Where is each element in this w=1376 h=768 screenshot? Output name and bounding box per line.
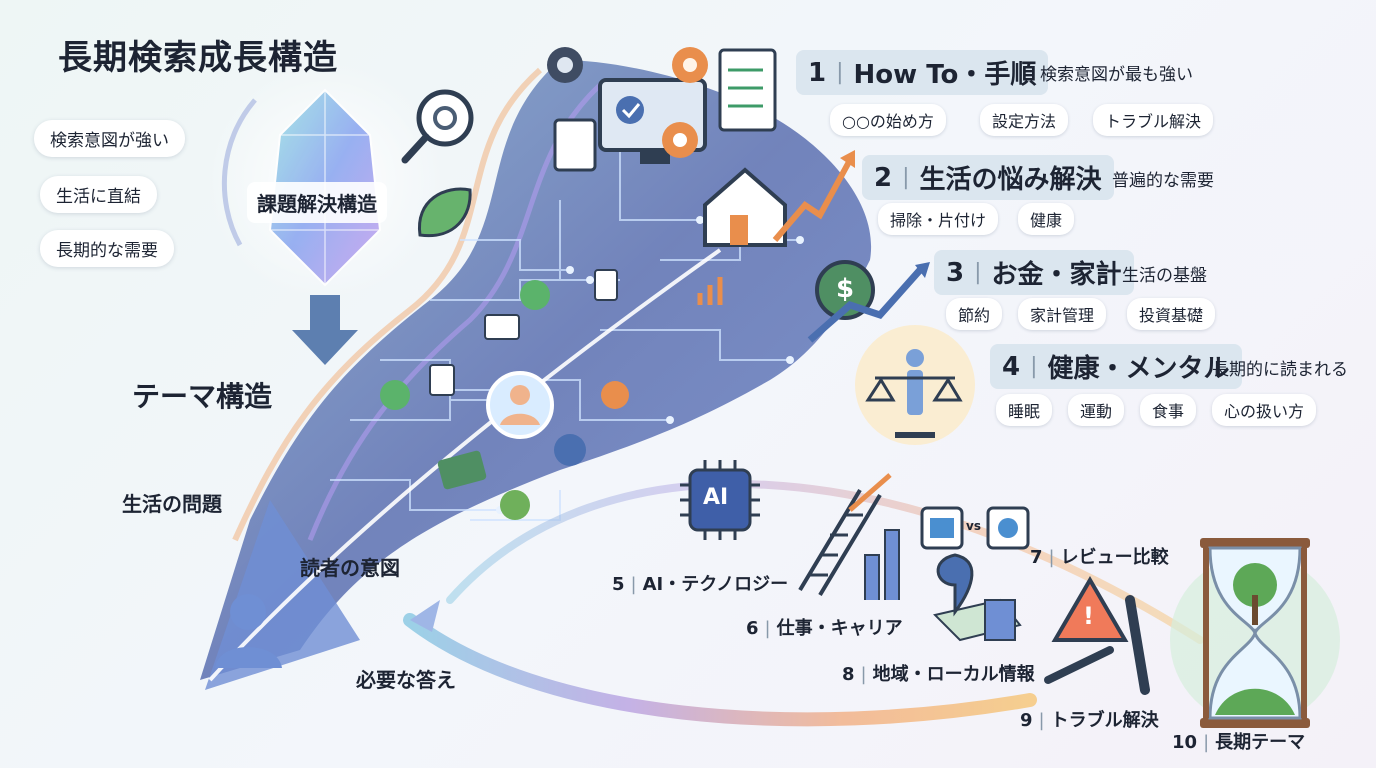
theme-7-separator: |: [1048, 547, 1055, 568]
theme-10-number: 10: [1172, 732, 1198, 753]
balance-scale-icon: [855, 325, 975, 445]
category-3-header: 3 | お金・家計: [934, 250, 1134, 295]
category-1-separator: |: [836, 60, 844, 85]
warning-icon: [1044, 576, 1150, 695]
flow-beam: [208, 248, 722, 682]
theme-8-separator: |: [860, 664, 867, 685]
magnifier-icon: [416, 89, 474, 147]
category-4-tag-meals: 食事: [1140, 394, 1197, 426]
theme-5-number: 5: [612, 574, 625, 595]
review-compare-icon: [920, 506, 1030, 550]
problem-solving-structure-label: 課題解決構造: [247, 182, 387, 223]
flow-ribbon-edge-2: [307, 83, 602, 541]
dollar-coin-icon: [807, 260, 930, 343]
theme-7-number: 7: [1030, 547, 1043, 568]
page-title: 長期検索成長構造: [58, 38, 338, 78]
category-3-name: お金・家計: [991, 260, 1122, 290]
theme-8-number: 8: [842, 664, 855, 685]
category-1-name: How To・手順: [853, 60, 1037, 90]
category-1-note: 検索意図が最も強い: [1040, 65, 1193, 85]
theme-6-number: 6: [746, 618, 759, 639]
category-4-name: 健康・メンタル: [1047, 354, 1230, 384]
theme-structure-label: テーマ構造: [132, 380, 273, 413]
category-1-number: 1: [808, 57, 827, 88]
theme-6-name: 仕事・キャリア: [776, 618, 903, 639]
category-1-tag-settings: 設定方法: [980, 104, 1069, 136]
left-pill-daily-life: 生活に直結: [40, 176, 157, 213]
theme-5: 5|AI・テクノロジー: [612, 570, 788, 596]
category-4-header: 4 | 健康・メンタル: [990, 344, 1242, 389]
theme-5-separator: |: [630, 574, 637, 595]
flow-label-life-problem: 生活の問題: [122, 492, 222, 516]
theme-9-name: トラブル解決: [1050, 710, 1159, 731]
category-2-header: 2 | 生活の悩み解決: [862, 155, 1114, 200]
theme-6-separator: |: [764, 618, 771, 639]
category-2-tag-health: 健康: [1018, 203, 1075, 235]
category-2-note: 普遍的な需要: [1112, 171, 1214, 191]
house-icon: [703, 150, 855, 247]
answer-flow-top: [446, 480, 1204, 644]
flow-label-needed-answer: 必要な答え: [356, 668, 456, 692]
theme-9-separator: |: [1038, 710, 1045, 731]
down-arrow: [292, 295, 358, 365]
category-3-tag-saving: 節約: [946, 298, 1003, 330]
map-pin-icon: [933, 553, 1022, 642]
answer-flow: [403, 613, 1037, 727]
theme-8-name: 地域・ローカル情報: [872, 664, 1035, 685]
dollar-symbol: $: [836, 274, 855, 304]
reader-icon: [215, 594, 282, 668]
category-4-tag-exercise: 運動: [1068, 394, 1125, 426]
category-1-tag-how-to-start: ○○の始め方: [830, 104, 946, 136]
warning-symbol: !: [1083, 602, 1094, 630]
left-pill-long-term-demand: 長期的な需要: [40, 230, 174, 267]
theme-9-number: 9: [1020, 710, 1033, 731]
flow-ribbon-edge: [232, 67, 542, 542]
category-3-tag-investing: 投資基礎: [1127, 298, 1216, 330]
category-2-separator: |: [902, 165, 910, 190]
category-1-header: 1 | How To・手順: [796, 50, 1049, 95]
category-3-note: 生活の基盤: [1122, 266, 1207, 286]
theme-10-separator: |: [1203, 732, 1210, 753]
flow-label-reader-intent: 読者の意図: [300, 556, 400, 580]
leaf-icon: [418, 187, 472, 238]
theme-5-name: AI・テクノロジー: [642, 574, 789, 595]
hourglass-icon: [1170, 538, 1340, 728]
flow-icons: [380, 269, 723, 520]
ai-chip-icon: [680, 460, 760, 540]
ai-chip-label: AI: [703, 485, 729, 510]
category-1-tag-troubleshoot: トラブル解決: [1093, 104, 1214, 136]
theme-6: 6|仕事・キャリア: [746, 614, 903, 640]
vs-label: vs: [966, 519, 981, 533]
workstation-cluster: [547, 47, 777, 172]
category-3-number: 3: [946, 257, 965, 288]
return-arrow: [410, 600, 440, 632]
category-2-number: 2: [874, 162, 893, 193]
category-4-separator: |: [1030, 354, 1038, 379]
left-pill-search-intent: 検索意図が強い: [34, 120, 185, 157]
theme-8: 8|地域・ローカル情報: [842, 660, 1035, 686]
category-4-note: 長期的に読まれる: [1212, 360, 1348, 380]
theme-7: 7|レビュー比較: [1030, 543, 1169, 569]
category-2-name: 生活の悩み解決: [919, 165, 1102, 195]
theme-10-name: 長期テーマ: [1215, 732, 1306, 753]
category-4-tag-mind: 心の扱い方: [1212, 394, 1317, 426]
category-2-tag-cleaning: 掃除・片付け: [878, 203, 999, 235]
category-3-tag-household: 家計管理: [1018, 298, 1107, 330]
category-4-number: 4: [1002, 351, 1021, 382]
category-4-tag-sleep: 睡眠: [996, 394, 1053, 426]
theme-10: 10|長期テーマ: [1172, 728, 1305, 754]
category-3-separator: |: [974, 260, 982, 285]
theme-7-name: レビュー比較: [1060, 547, 1169, 568]
ladder-icon: [798, 473, 900, 600]
theme-9: 9|トラブル解決: [1020, 706, 1159, 732]
